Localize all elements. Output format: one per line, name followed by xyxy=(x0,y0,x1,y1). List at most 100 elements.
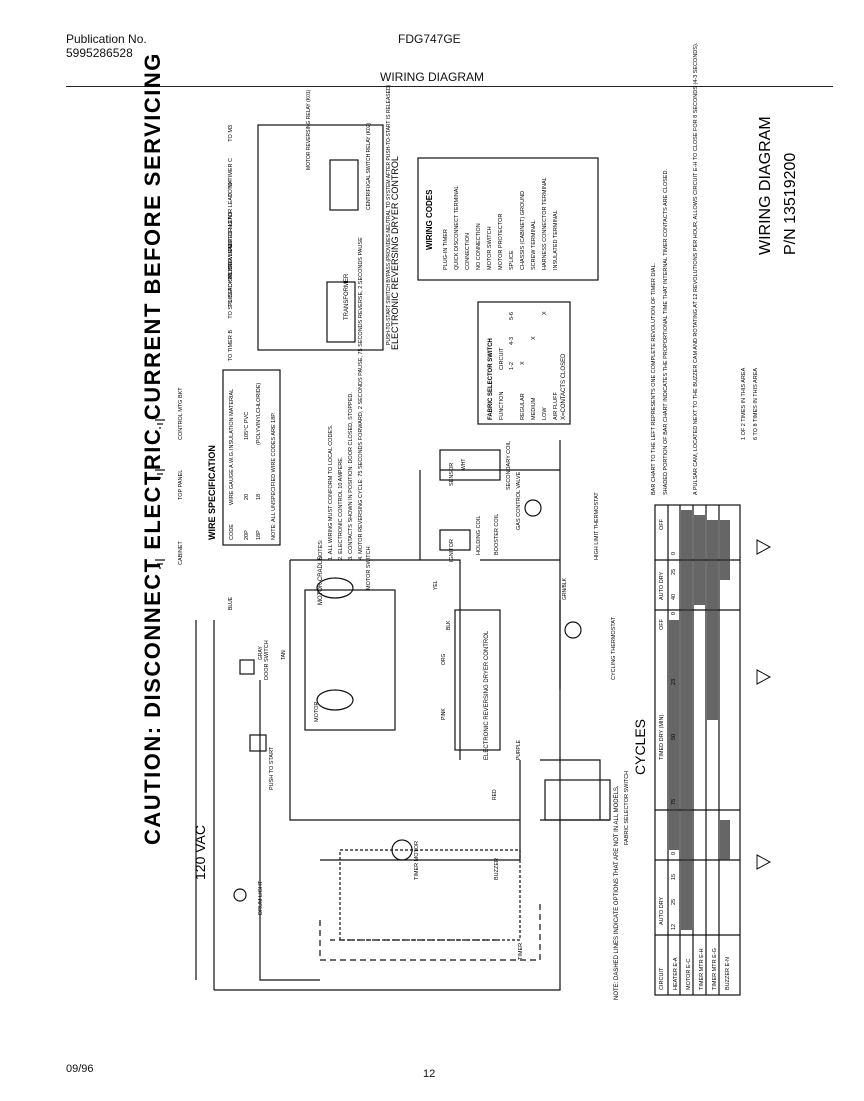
lower-control-label: ELECTRONIC REVERSING DRYER CONTROL xyxy=(484,630,490,760)
wiring-code-10: HARNESS CONNECTOR TERMINAL xyxy=(542,177,548,270)
fabric-r2-x: X xyxy=(531,336,537,340)
tick-5: 50 xyxy=(671,734,677,740)
label-drum-light: DRUM LIGHT xyxy=(258,880,264,915)
control-block-frame xyxy=(257,124,384,351)
fabric-switch-note: X=CONTACTS CLOSED xyxy=(561,353,567,420)
fabric-h-circuit: CIRCUIT xyxy=(499,347,505,370)
note-2: 2. ELECTRONIC CONTROL 10 AMPERE. xyxy=(338,456,344,560)
wiring-code-11: INSULATED TERMINAL xyxy=(553,210,559,270)
publication-number: 5995286528 xyxy=(66,46,133,60)
cycles-h-autodry: AUTO DRY xyxy=(659,896,665,925)
wire-control-loop xyxy=(290,559,461,760)
cycle-ticks: 12 25 15 0 75 50 23 0 40 25 0 xyxy=(671,552,677,930)
wiring-codes-frame xyxy=(417,157,599,281)
tick-1: 25 xyxy=(671,899,677,905)
cycle-note-4: 6 TO 8 TIMES IN THIS AREA xyxy=(753,368,759,440)
label-ignitor: IGNITOR xyxy=(449,539,455,562)
wire-red: RED xyxy=(492,789,498,800)
bar-timer-mtr-h xyxy=(694,515,705,605)
out-7: TO SPLICE xyxy=(228,290,234,319)
wire-blue: BLUE xyxy=(228,596,234,610)
relay-1-label: MOTOR REVERSING RELAY (K01) xyxy=(306,89,312,170)
note-1: 1. ALL WIRING MUST CONFORM TO LOCAL CODE… xyxy=(328,424,334,560)
bar-timer-mtr-g xyxy=(707,520,718,720)
door-switch-symbol xyxy=(239,659,255,675)
cycles-h-circuit: CIRCUIT xyxy=(659,967,665,990)
wiring-code-8: CHASSIS (CABINET) GROUND xyxy=(520,191,526,270)
line-bottom-rail xyxy=(214,440,561,991)
cycles-row-4: BUZZER E-N xyxy=(725,957,731,990)
control-outputs: TO M3 TO TIMER C TO M4 TO RED MOTOR LEAD… xyxy=(228,84,392,361)
label-motor-switch: MOTOR SWITCH xyxy=(366,546,372,590)
motor-switch-bottom xyxy=(316,689,354,711)
cycles-bars xyxy=(669,510,730,930)
out-8: TO TIMER B xyxy=(228,330,234,362)
tick-9: 25 xyxy=(671,569,677,575)
wire-option-dashed xyxy=(319,900,541,961)
timer-box xyxy=(339,849,521,941)
wiring-code-6: MOTOR PROTECTOR xyxy=(498,214,504,270)
tick-4: 75 xyxy=(671,799,677,805)
transformer-label: TRANSFORMER xyxy=(344,273,350,320)
header-rule xyxy=(66,86,833,87)
label-buzzer: BUZZER xyxy=(494,858,500,880)
cycle-note-1: SHADED PORTION OF BAR CHART INDICATES TH… xyxy=(663,169,669,495)
label-gas-valve: GAS CONTROL VALVE xyxy=(516,471,522,530)
out-0: TO M3 xyxy=(228,125,234,142)
cycles-chart-frame xyxy=(654,504,741,996)
cycle-notes: BAR CHART TO THE LEFT REPRESENTS ONE COM… xyxy=(651,42,759,495)
label-door-switch: DOOR SWITCH xyxy=(264,640,270,680)
out-5: TO BLACK MOTOR LEAD xyxy=(228,242,234,307)
wire-spec-h3: INSULATION MATERIAL xyxy=(229,389,235,450)
timer-motor-symbol xyxy=(391,839,413,861)
fabric-h-function: FUNCTION xyxy=(499,392,505,420)
drum-light-symbol xyxy=(233,888,247,902)
section-title: WIRING DIAGRAM xyxy=(380,70,484,84)
fabric-switch-title: FABRIC SELECTOR SWITCH xyxy=(488,338,494,420)
fabric-selector-box xyxy=(544,779,611,821)
wiring-code-9: SCREW TERMINAL xyxy=(531,220,537,270)
cycling-thermostat-symbol xyxy=(564,621,582,639)
publication-label: Publication No. xyxy=(66,32,147,46)
cycles-title: CYCLES xyxy=(632,719,648,775)
triangle-marker-3 xyxy=(756,854,772,870)
fabric-r3: LOW xyxy=(542,407,548,420)
wire-yel: YEL xyxy=(433,580,439,590)
wire-spec-table: CODE WIRE GAUGE A.W.G. INSULATION MATERI… xyxy=(229,383,277,540)
page-number: 12 xyxy=(423,1068,436,1080)
label-high-limit: HIGH LIMIT THERMOSTAT xyxy=(594,492,600,560)
tick-7: 0 xyxy=(671,612,677,615)
control-bracket-ground-symbol xyxy=(155,419,165,429)
footer-date: 09/96 xyxy=(66,1063,94,1075)
wire-spec-r2c2: 18 xyxy=(256,494,262,500)
bar-heater-timed xyxy=(669,620,679,850)
wiring-code-5: MOTOR SWITCH xyxy=(487,226,493,270)
triangle-markers xyxy=(756,539,772,870)
cycle-note-2: A PULSAR CAM, LOCATED NEXT TO THE BUZZER… xyxy=(693,42,699,495)
wiring-codes-list: PLUG-IN TIMER QUICK DISCONNECT TERMINAL … xyxy=(443,177,559,270)
wiring-codes-title: WIRING CODES xyxy=(425,189,434,250)
high-limit-thermostat-symbol xyxy=(524,499,542,517)
legend-note: NOTE: DASHED LINES INDICATE OPTIONS THAT… xyxy=(614,785,620,1000)
wire-spec-r1c2: 20 xyxy=(244,494,250,500)
motor-box xyxy=(304,589,396,731)
out-3: TO RED MOTOR LEAD xyxy=(228,193,234,252)
wire-spec-r1c1: 20P xyxy=(244,530,250,540)
label-holding-coil: HOLDING COIL xyxy=(476,516,482,555)
wire-spec-h2: WIRE GAUGE A.W.G. xyxy=(229,450,235,505)
tick-3: 0 xyxy=(671,852,677,855)
wire-tan: TAN xyxy=(281,650,287,660)
fabric-r1-x: X xyxy=(520,361,526,365)
wire-left xyxy=(259,680,320,981)
wire-purple: PURPLE xyxy=(516,739,522,760)
wire-wht: WHT xyxy=(461,459,467,470)
fabric-switch-table: FUNCTION CIRCUIT 1-2 4-3 5-6 REGULAR X M… xyxy=(499,311,559,420)
bar-motor xyxy=(681,510,692,930)
wire-blk: BLK xyxy=(446,620,452,630)
relay-2-label: CENTRIFUGAL SWITCH RELAY (K02) xyxy=(366,123,372,210)
fabric-c1: 1-2 xyxy=(509,362,515,370)
sensor-box xyxy=(439,449,501,481)
tick-2: 15 xyxy=(671,874,677,880)
label-push-to-start: PUSH TO START xyxy=(269,746,275,790)
ignitor-symbol xyxy=(439,529,471,551)
